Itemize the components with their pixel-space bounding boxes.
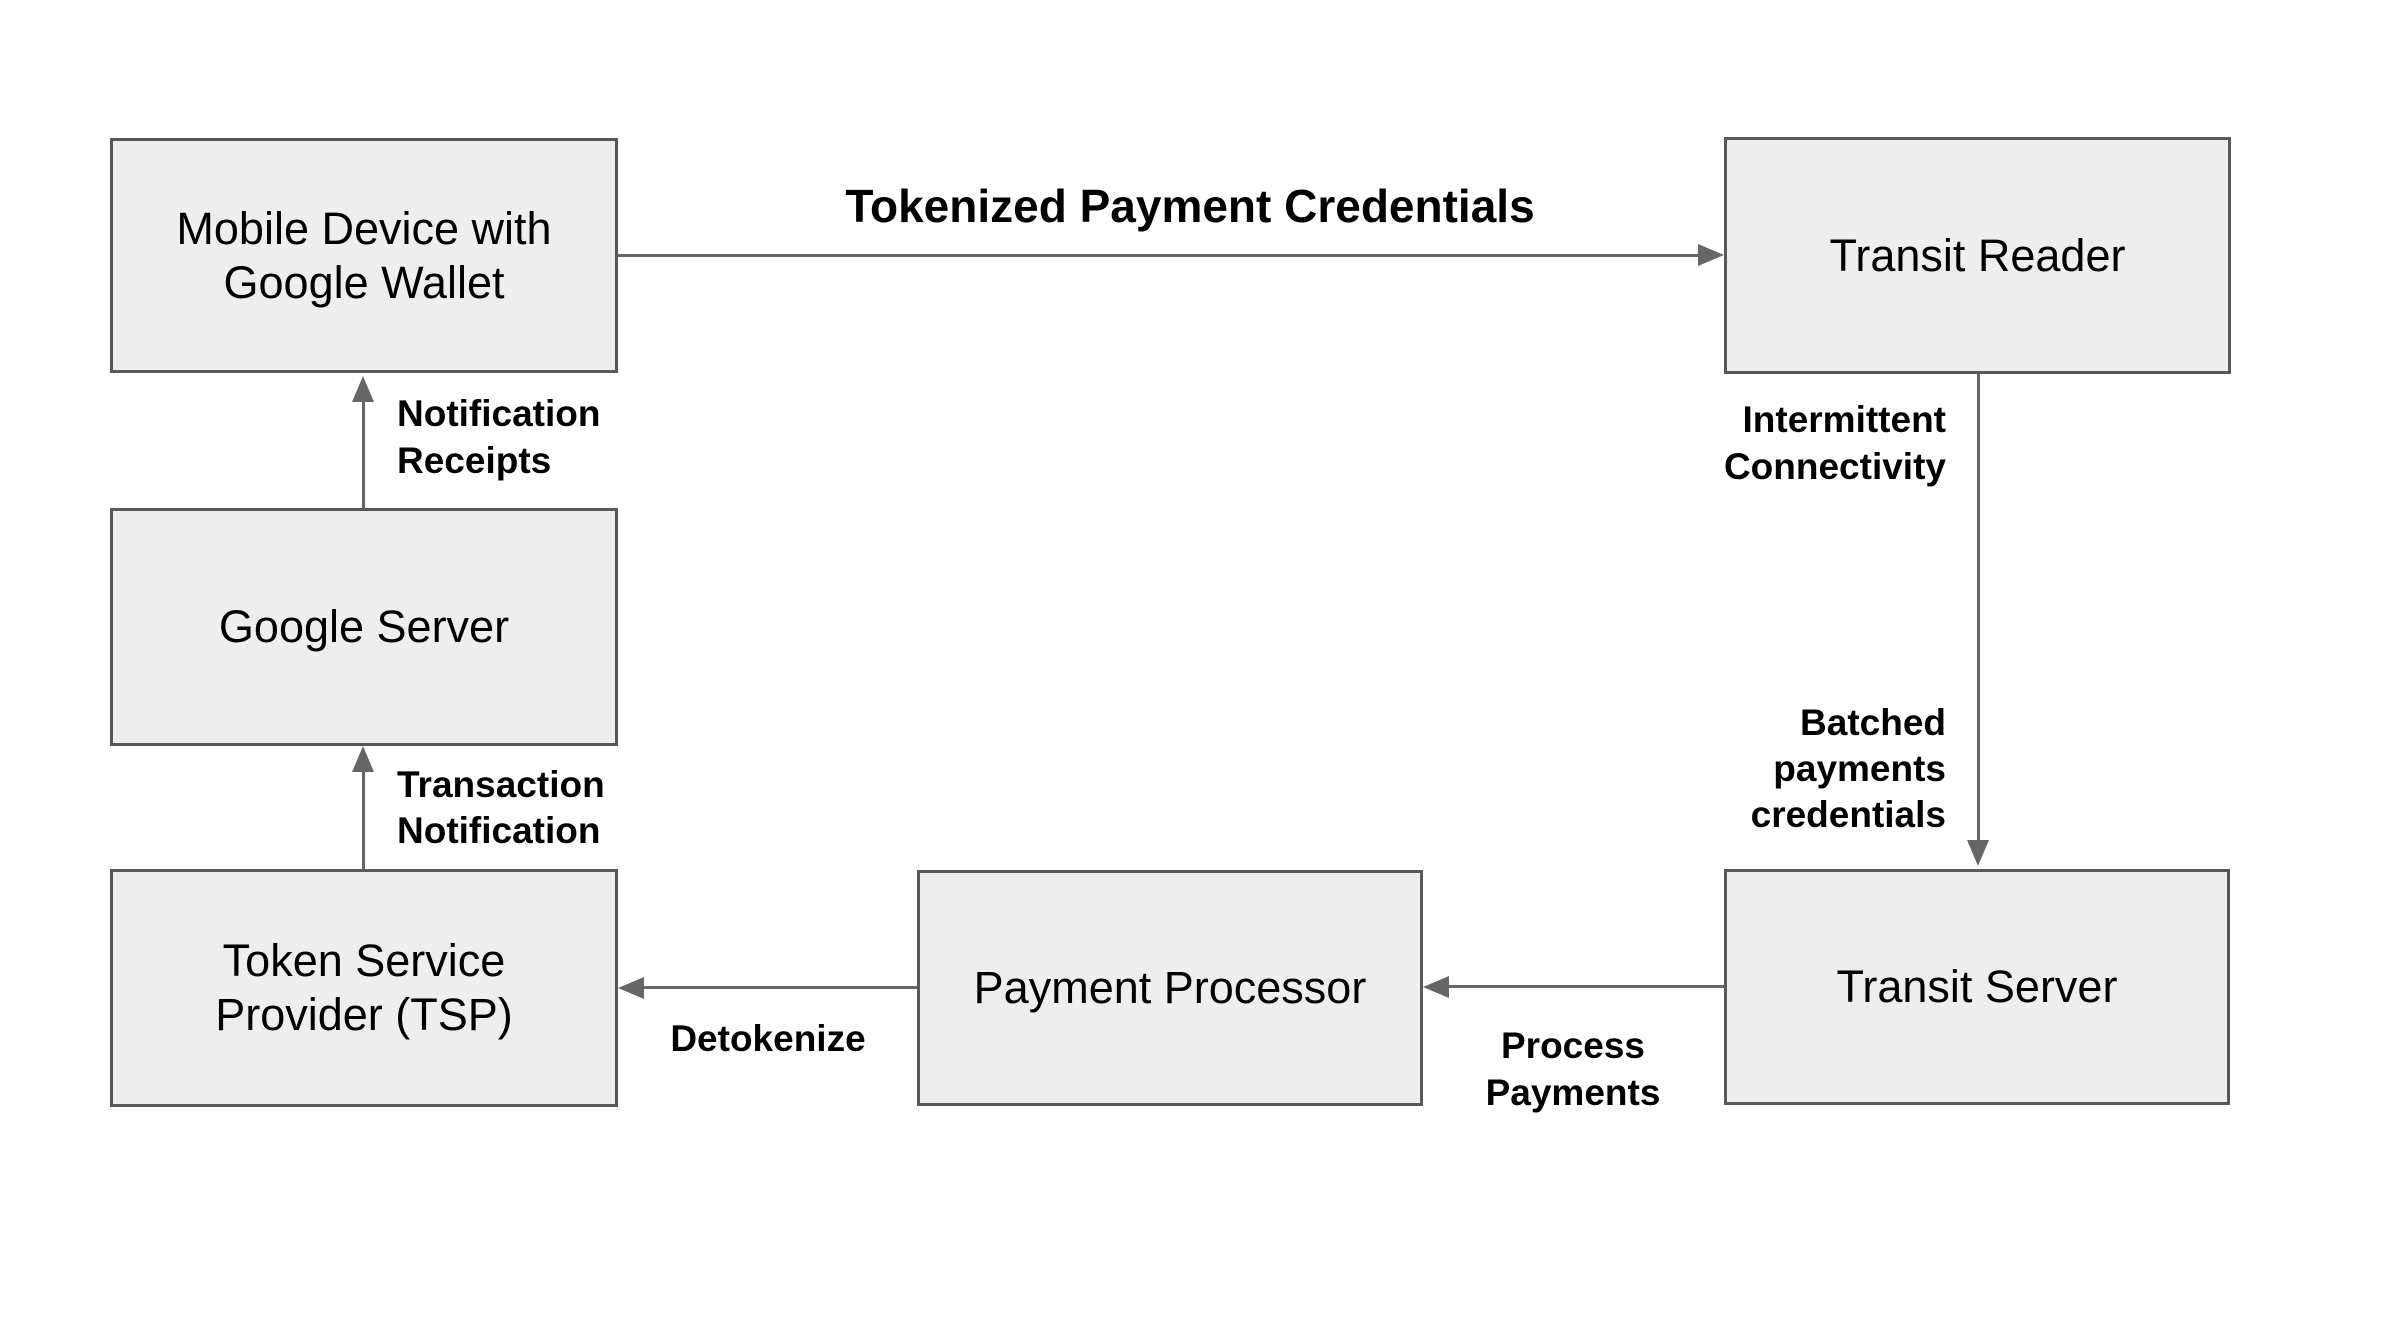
arrowhead-down-icon — [1967, 840, 1989, 866]
edge-label-transaction-notification: Transaction Notification — [397, 764, 605, 851]
node-mobile-device: Mobile Device with Google Wallet — [110, 138, 618, 373]
node-transit-reader-label: Transit Reader — [1829, 229, 2126, 281]
arrowhead-left-icon — [618, 977, 644, 999]
arrow-line — [1447, 985, 1724, 988]
node-payment-processor-label: Payment Processor — [973, 962, 1367, 1013]
node-payment-processor: Payment Processor — [917, 870, 1423, 1106]
node-transit-server: Transit Server — [1724, 869, 2230, 1105]
node-token-service-provider-label: Token Service Provider (TSP) — [215, 935, 513, 1040]
edge-label-process-payments: Process Payments — [1485, 1025, 1661, 1113]
node-transit-reader: Transit Reader — [1724, 137, 2231, 374]
arrowhead-right-icon — [1698, 244, 1724, 266]
arrow-line — [642, 986, 917, 989]
arrowhead-up-icon — [352, 376, 374, 402]
edge-label-batched-payments-credentials: Batched payments credentials — [1750, 702, 1946, 835]
arrow-line — [618, 254, 1698, 257]
arrow-line — [1977, 374, 1980, 840]
edge-label-notification-receipts: Notification Receipts — [397, 393, 601, 481]
node-transit-server-label: Transit Server — [1836, 961, 2118, 1012]
arrow-line — [362, 772, 365, 869]
node-google-server: Google Server — [110, 508, 618, 746]
arrow-line — [362, 402, 365, 508]
node-google-server-label: Google Server — [218, 601, 510, 652]
node-token-service-provider: Token Service Provider (TSP) — [110, 869, 618, 1107]
arrowhead-left-icon — [1423, 976, 1449, 998]
node-mobile-device-label: Mobile Device with Google Wallet — [176, 202, 552, 308]
edge-label-detokenize: Detokenize — [670, 1018, 866, 1059]
edge-label-tokenized-payment-credentials: Tokenized Payment Credentials — [845, 180, 1535, 232]
arrowhead-up-icon — [352, 746, 374, 772]
edge-label-intermittent-connectivity: Intermittent Connectivity — [1723, 399, 1946, 487]
